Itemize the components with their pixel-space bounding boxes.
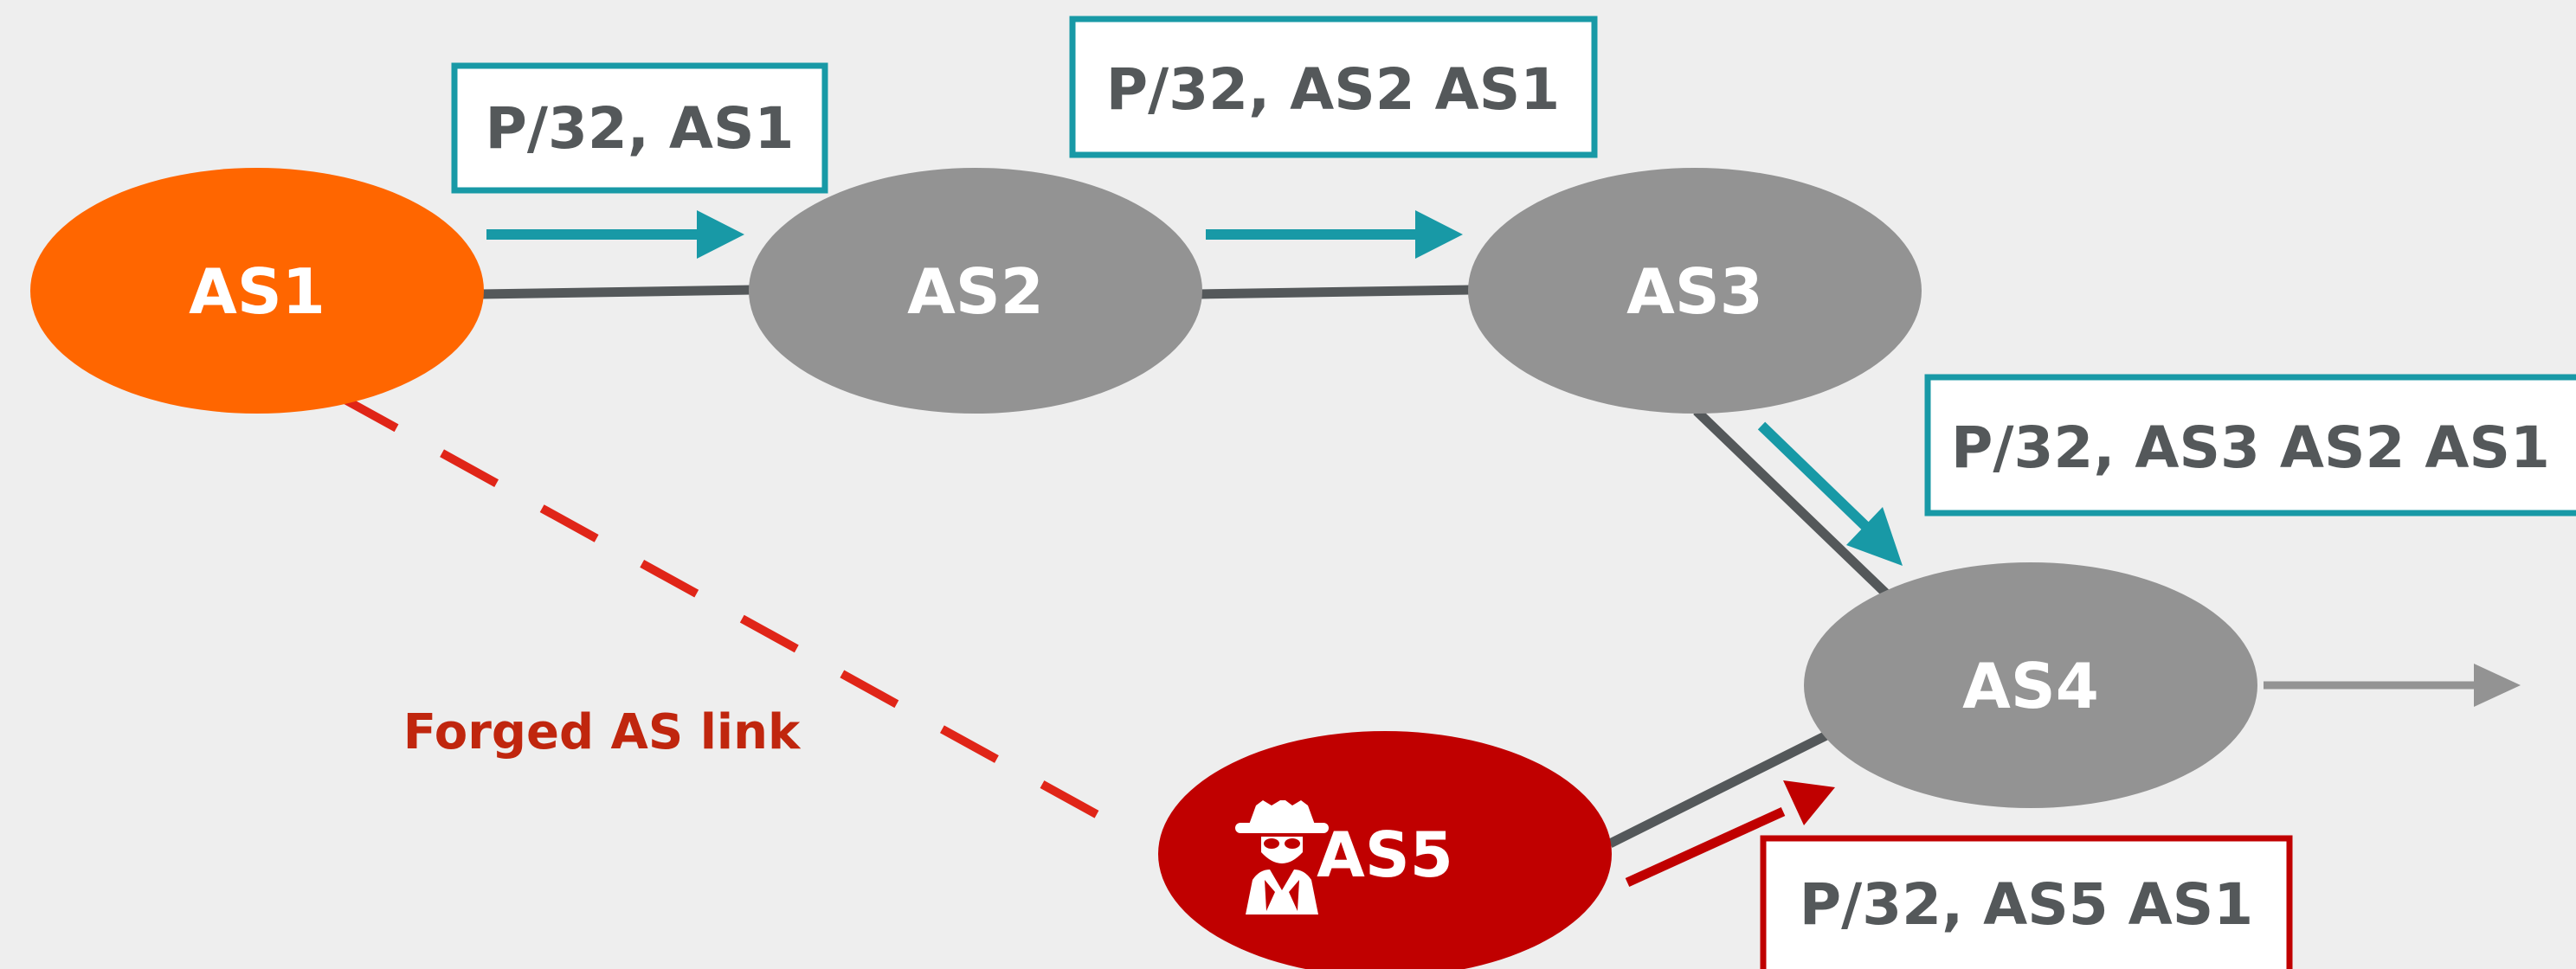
announcement-box-as1: P/32, AS1 <box>451 62 828 194</box>
link-as2-as3 <box>1198 285 1472 299</box>
forged-link-label: Forged AS link <box>403 704 802 760</box>
node-as3: AS3 <box>1468 168 1922 414</box>
announce-arrow-as3-as4 <box>1757 421 1903 566</box>
node-as1-label: AS1 <box>189 255 325 328</box>
announce-arrow-as1-as2 <box>486 210 744 259</box>
link-as5-as4 <box>1607 727 1838 848</box>
forged-as-link <box>339 394 1137 839</box>
node-as2-label: AS2 <box>907 255 1044 328</box>
announcement-box-as3: P/32, AS3 AS2 AS1 <box>1924 374 2576 517</box>
as-links <box>480 285 1890 848</box>
node-as1: AS1 <box>30 168 484 414</box>
announcement-box-as2: P/32, AS2 AS1 <box>1069 16 1598 158</box>
announcement-as5-text: P/32, AS5 AS1 <box>1800 871 2253 938</box>
node-as5: AS5 <box>1158 731 1612 969</box>
announcement-as3-text: P/32, AS3 AS2 AS1 <box>1951 414 2550 481</box>
announcement-as1-text: P/32, AS1 <box>486 95 795 162</box>
outbound-arrow <box>2264 664 2521 707</box>
attack-arrow-as5-as4 <box>1625 780 1835 888</box>
spy-icon <box>1235 800 1329 914</box>
announcement-as2-text: P/32, AS2 AS1 <box>1106 56 1560 123</box>
node-as2: AS2 <box>749 168 1202 414</box>
node-as4: AS4 <box>1804 562 2257 808</box>
announce-arrow-as2-as3 <box>1206 210 1463 259</box>
announcement-box-as5: P/32, AS5 AS1 <box>1760 835 2293 969</box>
link-as3-as4 <box>1693 407 1890 598</box>
node-as3-label: AS3 <box>1626 255 1763 328</box>
link-as1-as2 <box>480 285 754 299</box>
node-as4-label: AS4 <box>1962 650 2099 722</box>
node-as5-label: AS5 <box>1317 818 1453 891</box>
